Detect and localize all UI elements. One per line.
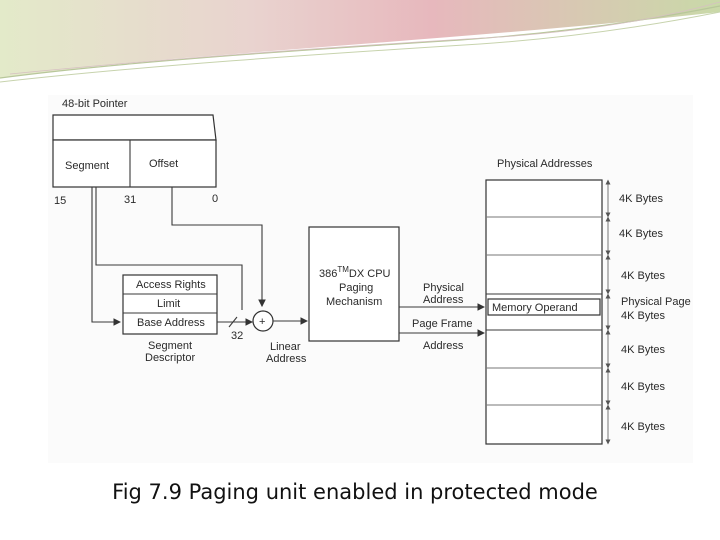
figure-caption: Fig 7.9 Paging unit enabled in protected… [112, 480, 598, 504]
segment-descriptor-box [122, 274, 218, 335]
descriptor-caption-2: Descriptor [145, 352, 195, 364]
size-label-1: 4K Bytes [619, 193, 664, 205]
cpu-label-line1: 386TMDX CPU [319, 265, 391, 280]
size-label-2: 4K Bytes [619, 228, 664, 240]
physical-address-label-1: Physical [423, 282, 464, 294]
segment-selector-arrow [91, 187, 122, 326]
segment-to-descriptor-line [95, 187, 243, 310]
cpu-label-line2: Paging [339, 282, 373, 294]
linear-address-label-2: Address [266, 353, 307, 365]
physical-address-label-2: Address [423, 294, 464, 306]
size-label-4: 4K Bytes [621, 344, 666, 356]
pointer-box [52, 139, 217, 188]
page-frame-label-2: Address [423, 340, 464, 352]
memory-operand-label: Memory Operand [492, 302, 578, 314]
offset-label: Offset [149, 158, 178, 170]
cpu-model-suffix: DX CPU [349, 268, 391, 280]
page-frame-label-1: Page Frame [412, 318, 473, 330]
offset-arrow [171, 187, 266, 308]
bus-width-slash [228, 316, 238, 328]
descriptor-limit: Limit [157, 298, 180, 310]
physical-page-label-2: 4K Bytes [621, 310, 666, 322]
size-label-6: 4K Bytes [621, 421, 666, 433]
adder-symbol: + [259, 316, 265, 328]
memory-dividers [486, 216, 602, 406]
pointer-header-box [52, 114, 217, 141]
cpu-trademark: TM [337, 265, 349, 274]
size-label-3: 4K Bytes [621, 270, 666, 282]
pointer-title: 48-bit Pointer [62, 98, 128, 110]
physical-page-label-1: Physical Page [621, 296, 691, 308]
linear-address-label-1: Linear [270, 341, 301, 353]
cpu-label-line3: Mechanism [326, 296, 382, 308]
physical-addresses-title: Physical Addresses [497, 158, 593, 170]
descriptor-caption-1: Segment [148, 340, 192, 352]
cpu-model-prefix: 386 [319, 268, 337, 280]
bit-15-label: 15 [54, 195, 66, 207]
size-label-5: 4K Bytes [621, 381, 666, 393]
cpu-paging-box [308, 226, 400, 342]
segment-label: Segment [65, 160, 109, 172]
bus-width-label: 32 [231, 330, 243, 342]
bit-0-label: 0 [212, 193, 218, 205]
memory-operand-box [487, 298, 601, 316]
descriptor-access-rights: Access Rights [136, 279, 206, 291]
descriptor-base-address: Base Address [137, 317, 205, 329]
bit-31-label: 31 [124, 194, 136, 206]
decorative-banner [0, 0, 720, 83]
